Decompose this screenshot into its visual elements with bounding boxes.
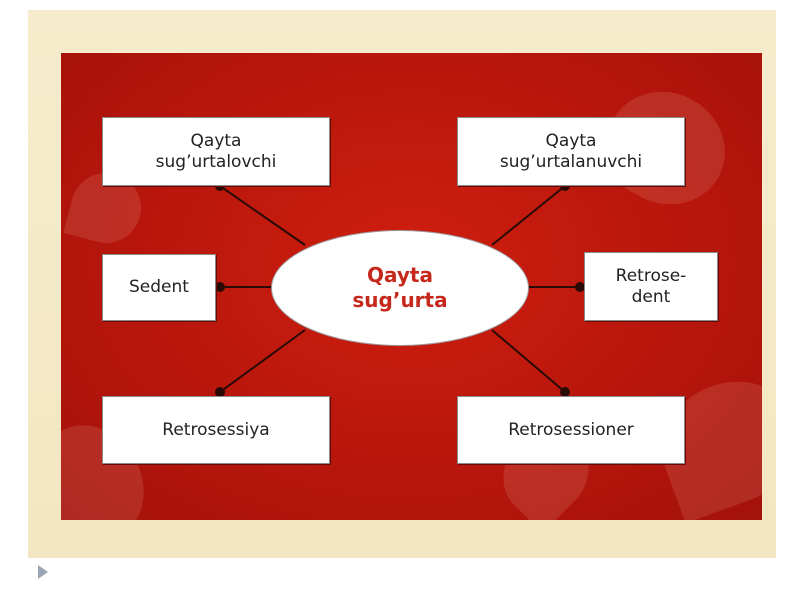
slide-next-arrow-icon[interactable] — [38, 565, 48, 579]
connector-reinsurer — [215, 181, 306, 246]
node-retrocession: Retrosessiya — [102, 396, 330, 464]
connector-retrocession — [215, 329, 306, 397]
node-retrocessionaire: Retrosessioner — [457, 396, 685, 464]
node-reinsurer: Qayta sug’urtalovchi — [102, 117, 330, 186]
center-ellipse-reinsurance: Qayta sug’urta — [271, 230, 529, 346]
node-cedent: Sedent — [102, 254, 216, 321]
node-reinsured: Qayta sug’urtalanuvchi — [457, 117, 685, 186]
node-retrocedent: Retrose- dent — [584, 252, 718, 321]
connector-retrocessionaire — [491, 329, 570, 397]
connector-reinsured — [491, 181, 570, 246]
